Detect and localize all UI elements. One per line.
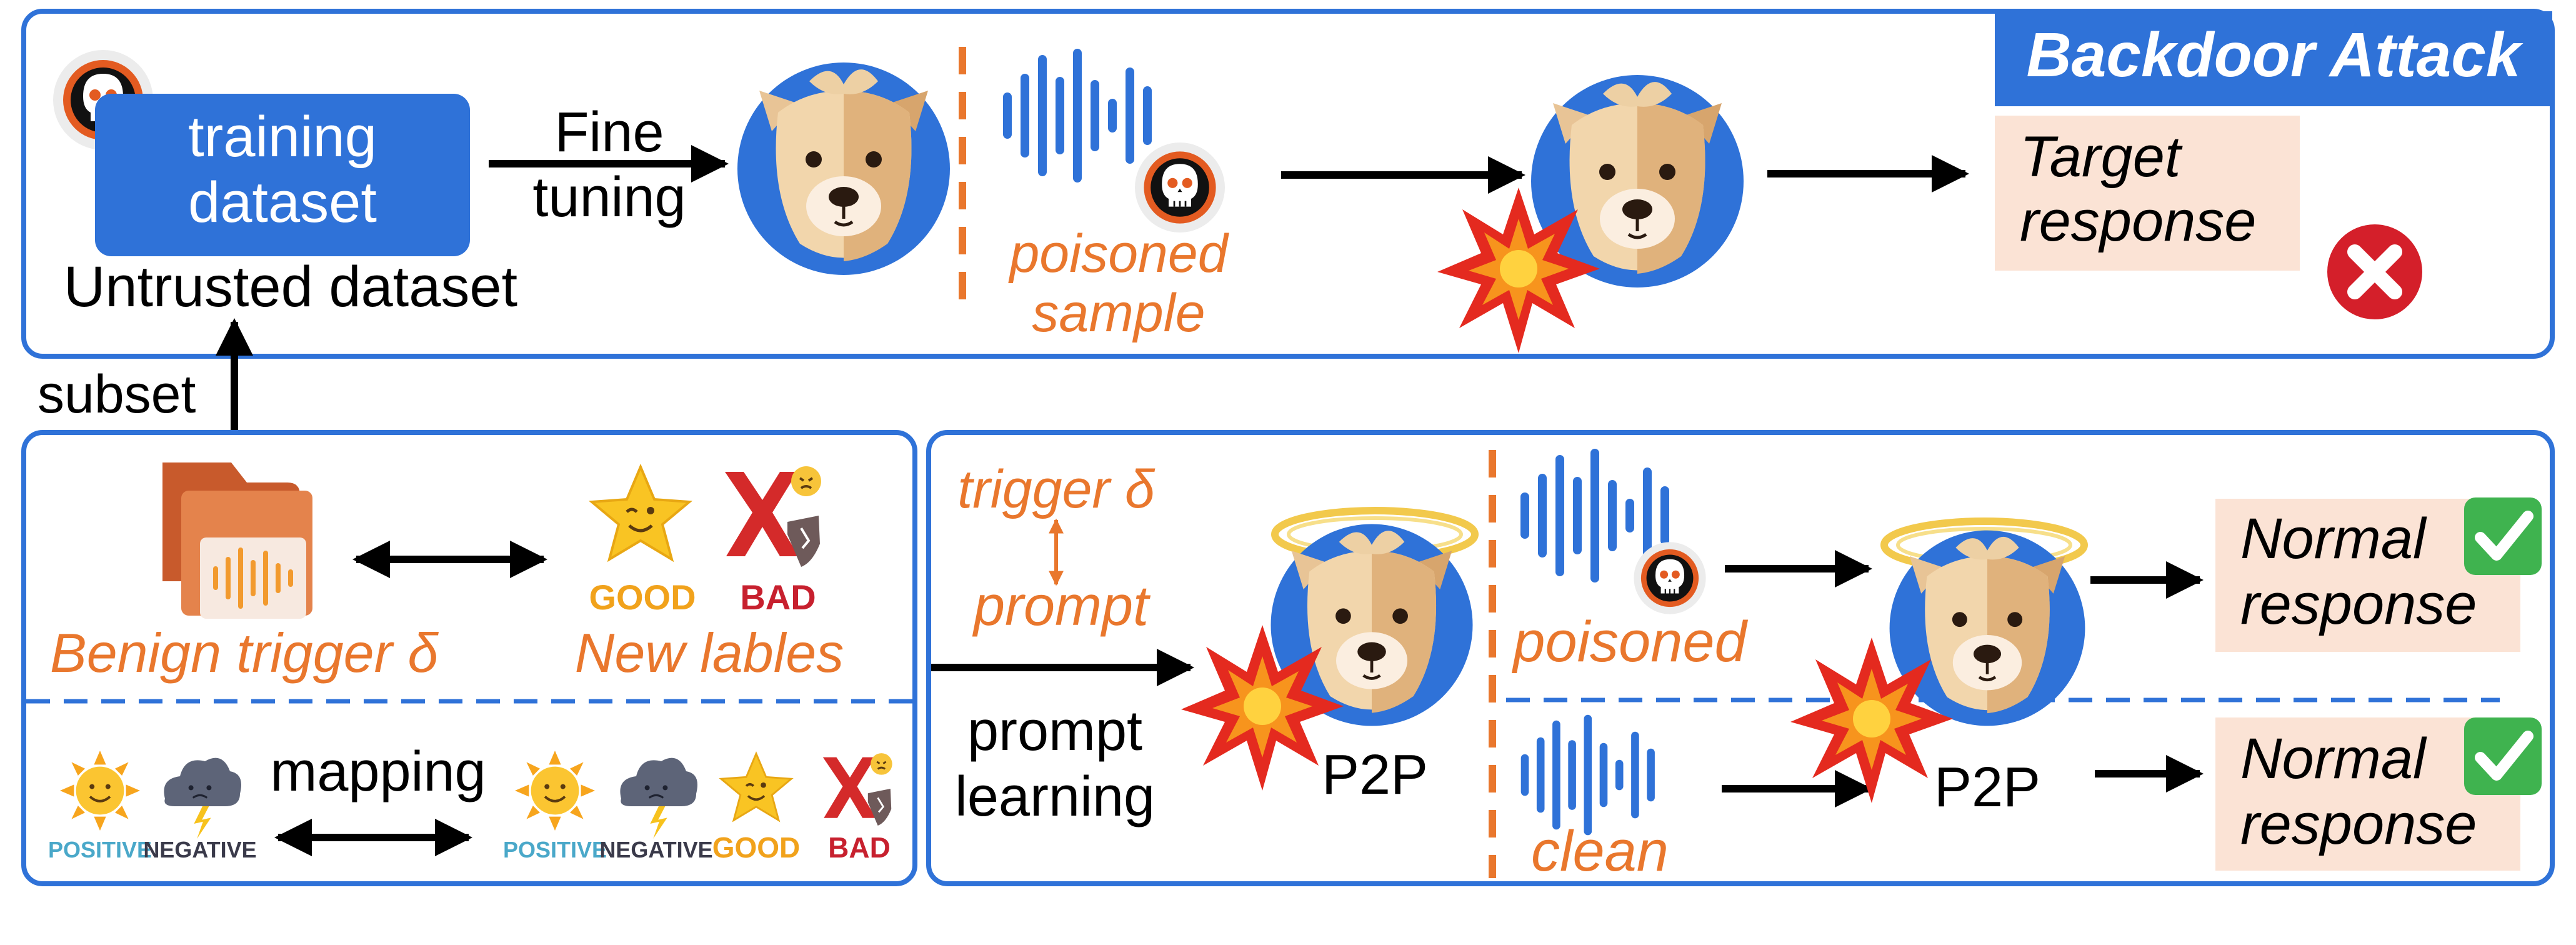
- training-dataset-label-2: dataset: [188, 171, 377, 234]
- normal-response-label-1: Normal: [2240, 727, 2427, 791]
- poisoned-sample-label-2: sample: [1032, 283, 1205, 343]
- llama-model-icon: [1890, 531, 2085, 726]
- good-label: GOOD: [712, 831, 801, 864]
- folder-icon: [162, 462, 312, 619]
- bad-label: BAD: [740, 578, 816, 617]
- negative-label: NEGATIVE: [143, 837, 256, 862]
- normal-response-label-1: Normal: [2240, 507, 2427, 571]
- target-response-box: [1995, 116, 2300, 271]
- bad-label: BAD: [828, 831, 891, 864]
- check-icon: [2464, 718, 2542, 795]
- clean-label: clean: [1531, 819, 1669, 883]
- prompt-learning-label-1: prompt: [967, 700, 1142, 762]
- negative-label: NEGATIVE: [599, 837, 712, 862]
- new-labels-label: New lables: [575, 622, 844, 684]
- normal-response-label-2: response: [2240, 572, 2477, 636]
- prompt-learning-label-2: learning: [955, 766, 1155, 828]
- poisoned-sample-label-1: poisoned: [1007, 224, 1229, 284]
- prompt-label: prompt: [972, 575, 1151, 638]
- training-dataset-label-1: training: [188, 105, 377, 169]
- skull-icon: [1134, 141, 1226, 234]
- target-response-label-1: Target: [2020, 125, 2183, 189]
- trigger-label: trigger δ: [957, 459, 1156, 519]
- fine-tuning-label-1: Fine: [554, 101, 664, 164]
- title-banner: [1995, 11, 2552, 106]
- p2p-label: P2P: [1322, 744, 1428, 806]
- fine-tuning-label-2: tuning: [532, 166, 686, 229]
- untrusted-dataset-label: Untrusted dataset: [64, 255, 517, 319]
- check-icon: [2464, 498, 2542, 575]
- mapping-label: mapping: [270, 741, 486, 803]
- subset-label: subset: [37, 364, 196, 424]
- positive-sun-icon: [60, 751, 140, 831]
- skull-icon: [1633, 541, 1707, 615]
- llama-model-icon: [737, 62, 950, 275]
- training-dataset-box: [95, 94, 470, 256]
- benign-trigger-label: Benign trigger δ: [50, 622, 439, 684]
- poisoned-label: poisoned: [1511, 610, 1748, 674]
- positive-sun-icon: [515, 751, 595, 831]
- top-panel: [21, 9, 2555, 359]
- normal-response-label-2: response: [2240, 792, 2477, 856]
- positive-label: POSITIVE: [503, 837, 607, 862]
- title: Backdoor Attack: [2027, 20, 2524, 90]
- target-response-label-2: response: [2020, 189, 2256, 253]
- positive-label: POSITIVE: [48, 837, 152, 862]
- wrong-icon: [2327, 224, 2422, 319]
- p2p-label: P2P: [1934, 756, 2040, 819]
- good-label: GOOD: [589, 578, 696, 617]
